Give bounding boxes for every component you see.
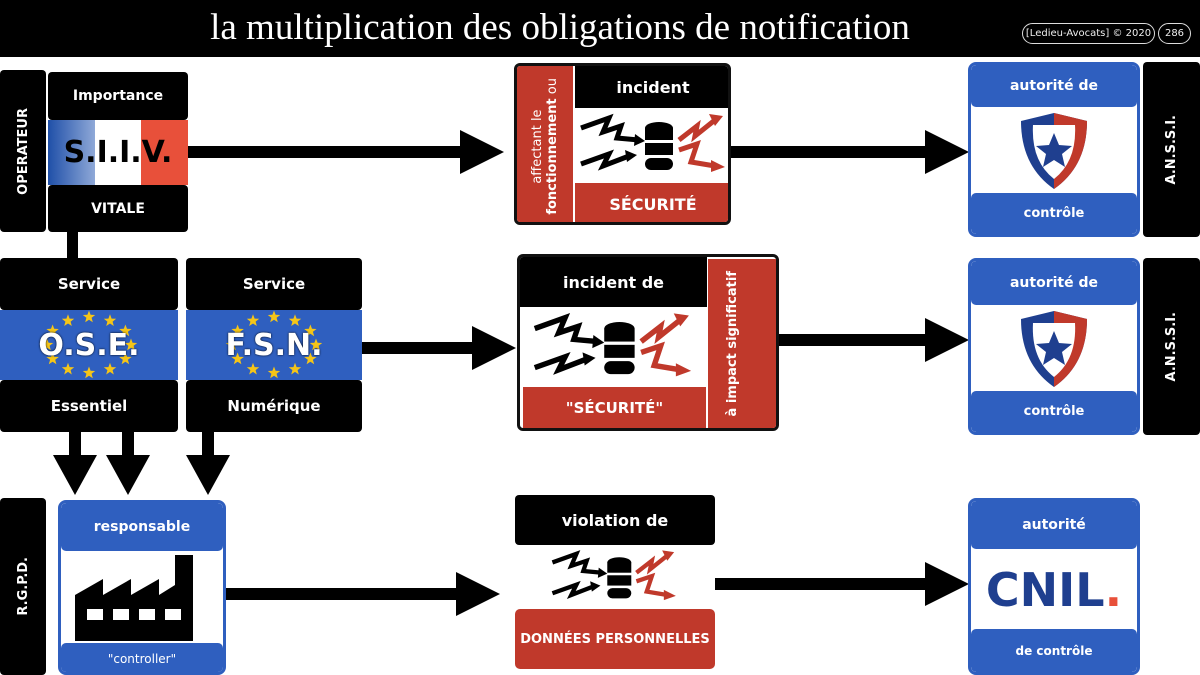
star-icon (288, 314, 302, 326)
down-arrow-head (106, 455, 150, 495)
authority-box-cnil: autorité CNIL. de contrôle (968, 498, 1140, 675)
ose-label: O.S.E. (38, 327, 140, 363)
arrow-shaft (226, 588, 461, 600)
incident-footer: "SÉCURITÉ" (523, 387, 706, 428)
star-icon (46, 324, 59, 337)
copyright-badge: [Ledieu-Avocats] © 2020 (1022, 23, 1155, 44)
arrow-shaft (731, 146, 931, 158)
star-icon (124, 338, 138, 351)
incident-impact-box: incident de "SÉCURITÉ" à impact signific… (517, 254, 779, 431)
star-icon (40, 338, 54, 351)
operateur-label: OPERATEUR (0, 70, 46, 232)
factory-icon (75, 555, 193, 641)
impact-side-label: à impact significatif (708, 259, 776, 428)
eu-stars (225, 310, 323, 379)
down-arrow-shaft (122, 432, 134, 462)
star-icon (246, 314, 260, 326)
fsn-bottom-label: Numérique (186, 380, 362, 432)
violation-box: violation de DONNÉES PERSONNELLES (515, 495, 715, 675)
authority-header: autorité de (971, 65, 1137, 107)
star-icon (231, 352, 244, 365)
eu-flag: O.S.E. (0, 310, 178, 380)
siiv-label: S.I.I.V. (63, 135, 173, 170)
ose-bottom-label: Essentiel (0, 380, 178, 432)
arrow-shaft (362, 342, 477, 354)
star-icon (46, 352, 59, 365)
arrow-shaft (715, 578, 930, 590)
authority-header: autorité (971, 501, 1137, 549)
page-number: 286 (1158, 23, 1191, 44)
star-icon (82, 310, 96, 323)
fsn-top-label: Service (186, 258, 362, 310)
star-icon (304, 352, 317, 365)
arrow-head (925, 130, 969, 174)
ose-card: Service O.S.E. Essentiel (0, 258, 178, 432)
arrow-head (456, 572, 500, 616)
vitale-label: VITALE (48, 185, 188, 232)
arrow-head (460, 130, 504, 174)
arrow-head (925, 318, 969, 362)
title-bar (0, 0, 1200, 57)
arrow-head (925, 562, 969, 606)
connector-line (67, 232, 78, 258)
eu-flag: F.S.N. (186, 310, 362, 380)
database-attack-icon (580, 113, 725, 172)
incident-footer: SÉCURITÉ (575, 183, 728, 222)
star-icon (267, 366, 281, 379)
star-icon (304, 324, 317, 337)
authority-footer: contrôle (971, 193, 1137, 234)
arrow-shaft (779, 334, 929, 346)
star-icon (61, 362, 75, 375)
cnil-logo: CNIL. (985, 563, 1123, 617)
down-arrow-head (186, 455, 230, 495)
star-icon (82, 366, 96, 379)
anssi-label: A.N.S.S.I. (1143, 62, 1200, 237)
star-icon (61, 314, 75, 326)
controller-label: "controller" (61, 643, 223, 672)
violation-header: violation de (515, 495, 715, 545)
star-icon (103, 314, 117, 326)
star-icon (225, 338, 239, 351)
anssi-shield-icon (1021, 311, 1087, 387)
fsn-label: F.S.N. (225, 327, 323, 363)
down-arrow-head (53, 455, 97, 495)
violation-footer: DONNÉES PERSONNELLES (515, 609, 715, 669)
star-icon (231, 324, 244, 337)
slide-title: la multiplication des obligations de not… (210, 7, 910, 48)
anssi-shield-icon (1021, 113, 1087, 189)
authority-footer: contrôle (971, 391, 1137, 432)
anssi-label: A.N.S.S.I. (1143, 258, 1200, 435)
authority-box-anssi: autorité de contrôle (968, 62, 1140, 237)
star-icon (119, 324, 132, 337)
french-flag: S.I.I.V. (48, 120, 189, 185)
database-attack-icon (551, 550, 676, 601)
down-arrow-shaft (69, 432, 81, 462)
incident-header: incident (575, 66, 728, 108)
star-icon (288, 362, 302, 375)
rgpd-label: R.G.P.D. (0, 498, 46, 675)
star-icon (246, 362, 260, 375)
authority-box-anssi: autorité de contrôle (968, 258, 1140, 435)
ose-top-label: Service (0, 258, 178, 310)
star-icon (267, 310, 281, 323)
star-icon (103, 362, 117, 375)
down-arrow-shaft (202, 432, 214, 462)
star-icon (309, 338, 323, 351)
eu-stars (40, 310, 138, 379)
authority-footer: de contrôle (971, 629, 1137, 672)
importance-label: Importance (48, 72, 188, 120)
controller-box: responsable "controller" (58, 500, 226, 675)
database-attack-icon (533, 313, 692, 377)
star-icon (119, 352, 132, 365)
arrow-shaft (188, 146, 463, 158)
incident-header: incident de (520, 257, 707, 307)
authority-header: autorité de (971, 261, 1137, 305)
fsn-card: Service F.S.N. Numérique (186, 258, 362, 432)
arrow-head (472, 326, 516, 370)
responsable-label: responsable (61, 503, 223, 551)
